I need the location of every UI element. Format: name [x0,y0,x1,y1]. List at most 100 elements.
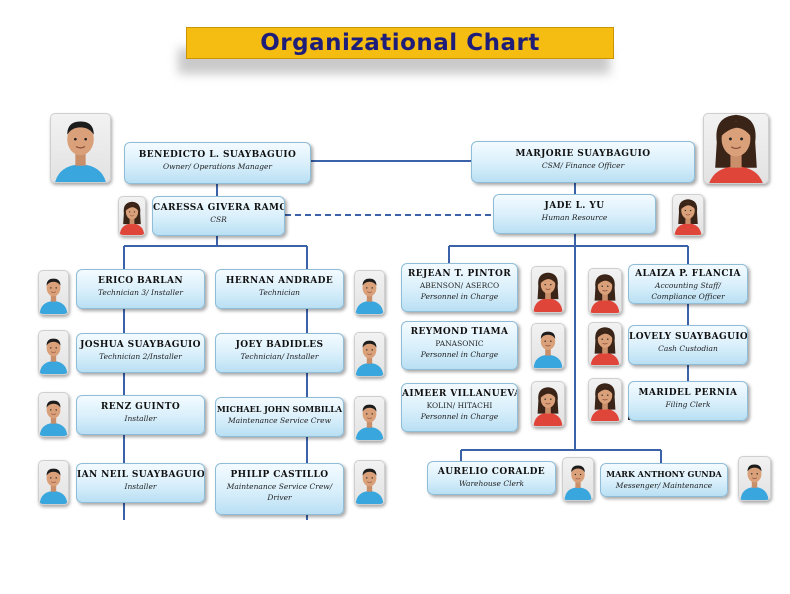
avatar-figure-icon [355,404,384,440]
person-name: JOEY BADIDLES [235,340,324,350]
person-role: Owner/ Operations Manager [162,162,273,171]
avatar-figure-icon [564,465,592,500]
box-mark[interactable]: MARK ANTHONY GUNDA Messenger/ Maintenanc… [600,463,728,497]
person-name: MICHAEL JOHN SOMBILLA [216,404,343,414]
avatar-lovely [588,322,622,366]
person-role: Cash Custodian [658,344,718,353]
avatar-figure-icon [39,400,68,436]
box-renz[interactable]: RENZ GUINTO Installer [76,395,205,435]
person-name: IAN NEIL SUAYBAGUIO [77,470,205,480]
avatar-erico [38,270,69,315]
person-role: Personnel in Charge [420,350,499,359]
avatar-figure-icon [590,383,620,421]
person-role: CSR [210,215,227,224]
box-aurelio[interactable]: AURELIO CORALDE Warehouse Clerk [427,461,556,495]
box-philip[interactable]: PHILIP CASTILLO Maintenance Service Crew… [215,463,344,515]
person-name: RENZ GUINTO [100,402,181,412]
person-role: Personnel in Charge [420,412,499,421]
person-role: Technician 2/Installer [99,352,182,361]
avatar-figure-icon [39,468,68,504]
avatar-marjorie [703,113,769,184]
person-name: CARESSA GIVERA RAMOS [153,203,285,213]
box-benedicto[interactable]: BENEDICTO L. SUAYBAGUIO Owner/ Operation… [124,142,311,184]
person-name: MARK ANTHONY GUNDA [606,469,722,479]
person-name: JOSHUA SUAYBAGUIO [80,340,201,350]
avatar-figure-icon [119,201,145,235]
box-ian[interactable]: IAN NEIL SUAYBAGUIO Installer [76,463,205,503]
box-jade[interactable]: JADE L. YU Human Resource [493,194,656,234]
person-name: JADE L. YU [544,201,605,211]
person-role: Maintenance Service Crew [228,416,331,425]
avatar-caressa [118,196,146,236]
avatar-figure-icon [740,464,769,500]
box-marjorie[interactable]: MARJORIE SUAYBAGUIO CSM/ Finance Officer [471,141,695,183]
person-role: Installer [124,482,157,491]
box-hernan[interactable]: HERNAN ANDRADE Technician [215,269,344,309]
box-rejean[interactable]: REJEAN T. PINTOR ABENSON/ ASERCO Personn… [401,263,518,312]
person-name: ERICO BARLAN [97,276,184,286]
person-role: CSM/ Finance Officer [541,161,625,170]
avatar-joey [354,332,385,377]
box-caressa[interactable]: CARESSA GIVERA RAMOS CSR [152,196,285,236]
person-role: Human Resource [541,213,608,222]
avatar-maridel [588,378,622,422]
avatar-alaiza [588,268,622,314]
avatar-figure-icon [355,278,384,314]
box-joshua[interactable]: JOSHUA SUAYBAGUIO Technician 2/Installer [76,333,205,373]
person-name: LOVELY SUAYBAGUIO [629,332,748,342]
person-role-2: Compliance Officer [651,292,725,301]
avatar-figure-icon [590,327,620,365]
avatar-joshua [38,330,69,375]
avatar-michael [354,396,385,441]
avatar-reymond [531,323,565,369]
avatar-benedicto [50,113,111,183]
avatar-figure-icon [533,272,563,312]
avatar-figure-icon [355,468,384,504]
avatar-figure-icon [709,114,763,183]
avatar-figure-icon [533,331,563,368]
chart-title: Organizational Chart [186,27,614,59]
box-reymond[interactable]: REYMOND TIAMA PANASONIC Personnel in Cha… [401,321,518,370]
box-alaiza[interactable]: ALAIZA P. FLANCIA Accounting Staff/ Comp… [628,264,748,304]
person-role: Installer [124,414,157,423]
person-role: Personnel in Charge [420,292,499,301]
person-name: MARJORIE SUAYBAGUIO [515,149,651,159]
box-michael[interactable]: MICHAEL JOHN SOMBILLA Maintenance Servic… [215,397,344,437]
avatar-philip [354,460,385,505]
person-company: PANASONIC [435,339,484,348]
avatar-figure-icon [674,199,702,235]
avatar-figure-icon [355,340,384,376]
person-role: Technician [258,288,301,297]
person-name: REJEAN T. PINTOR [407,269,512,279]
avatar-renz [38,392,69,437]
box-lovely[interactable]: LOVELY SUAYBAGUIO Cash Custodian [628,325,748,365]
avatar-rejean [531,266,565,313]
avatar-mark [738,456,771,501]
box-erico[interactable]: ERICO BARLAN Technician 3/ Installer [76,269,205,309]
person-name: MARIDEL PERNIA [638,388,738,398]
person-role: Filing Clerk [665,400,711,409]
person-name: AIMEER VILLANUEVA [402,389,518,399]
person-role: Messenger/ Maintenance [615,481,713,490]
avatar-figure-icon [590,274,620,313]
avatar-figure-icon [55,121,106,182]
avatar-figure-icon [39,338,68,374]
person-role: Technician 3/ Installer [97,288,184,297]
box-aimeer[interactable]: AIMEER VILLANUEVA KOLIN/ HITACHI Personn… [401,383,518,432]
avatar-hernan [354,270,385,315]
person-name: BENEDICTO L. SUAYBAGUIO [138,150,297,160]
avatar-figure-icon [533,387,563,426]
person-company: KOLIN/ HITACHI [426,401,493,410]
box-joey[interactable]: JOEY BADIDLES Technician/ Installer [215,333,344,373]
avatar-aimeer [531,381,565,427]
avatar-jade [672,194,704,236]
person-role: Accounting Staff/ [655,281,721,290]
avatar-aurelio [562,457,594,501]
person-name: HERNAN ANDRADE [225,276,334,286]
person-name: PHILIP CASTILLO [230,470,329,480]
box-maridel[interactable]: MARIDEL PERNIA Filing Clerk [628,381,748,421]
person-role: Maintenance Service Crew/ Driver [226,482,333,502]
avatar-ian [38,460,69,505]
person-name: ALAIZA P. FLANCIA [635,269,741,279]
person-role: Technician/ Installer [240,352,319,361]
